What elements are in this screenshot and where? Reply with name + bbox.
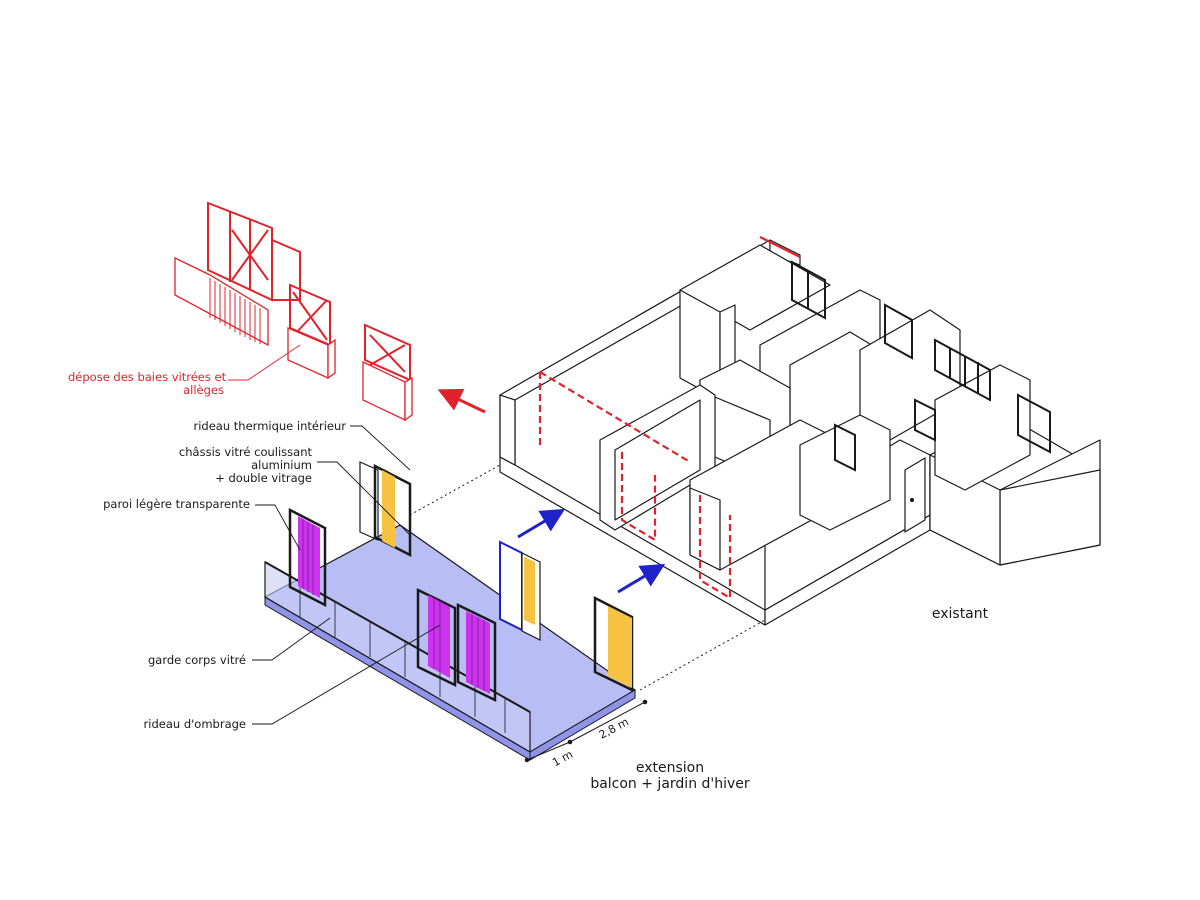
label-extension-line2: balcon + jardin d'hiver [590, 776, 750, 792]
existing-apartment [499, 239, 1101, 626]
label-chassis: châssis vitré coulissant aluminium + dou… [160, 446, 312, 485]
sliding-chassis-left [359, 461, 412, 558]
arrow-blue-1 [517, 508, 566, 539]
leader-lines [252, 425, 441, 725]
label-paroi: paroi légère transparente [103, 497, 250, 511]
demolition-dashed [538, 236, 801, 600]
label-chassis-line1: châssis vitré coulissant [178, 445, 312, 459]
existing-windows [791, 260, 1051, 472]
balcony-extension [263, 461, 648, 763]
label-extension-line1: extension [635, 760, 705, 776]
label-depose-line2: allèges [183, 383, 224, 397]
label-garde-corps: garde corps vitré [148, 653, 246, 667]
label-depose: dépose des baies vitrées et allèges [68, 370, 227, 397]
label-existant: existant [931, 606, 989, 622]
arrow-red [437, 388, 486, 414]
arrows [437, 388, 666, 594]
depose-leader [228, 344, 301, 381]
label-rideau-ombrage: rideau d'ombrage [143, 717, 246, 731]
label-rideau-thermique: rideau thermique intérieur [193, 419, 347, 433]
label-extension: extension balcon + jardin d'hiver [570, 760, 770, 792]
removed-windows [174, 201, 413, 422]
purple-curtain-left [288, 507, 327, 608]
label-chassis-line3: + double vitrage [215, 471, 312, 485]
sliding-chassis-right [593, 595, 634, 692]
dimension-lines [524, 699, 648, 763]
projection-lines [409, 464, 766, 691]
door [904, 457, 926, 533]
label-chassis-line2: aluminium [251, 458, 312, 472]
label-depose-line1: dépose des baies vitrées et [68, 370, 227, 384]
arrow-blue-2 [617, 563, 666, 594]
purple-curtain-center [416, 588, 497, 702]
sliding-chassis-middle [499, 540, 541, 641]
